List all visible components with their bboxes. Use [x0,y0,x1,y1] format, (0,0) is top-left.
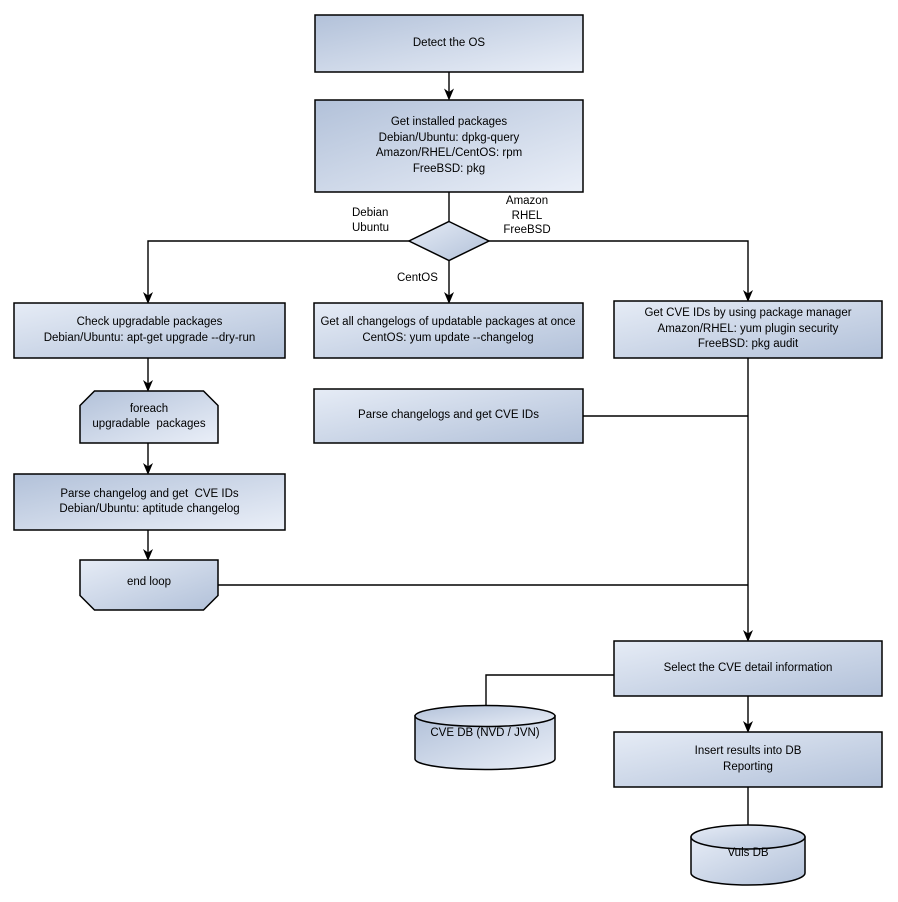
parse-changelog-box [13,473,286,531]
foreach-loop-shape [79,390,219,444]
end-loop-shape [79,559,219,611]
vuls-db-cylinder-top [690,824,806,850]
arrowhead-into-end-loop [143,549,153,561]
vuls-db-cylinder-body [690,836,806,886]
connector-decision-to-get-cve-ids [489,240,749,294]
select-cve-box [613,640,883,697]
arrowhead-into-insert-results [743,721,753,733]
get-cve-ids-box [613,300,883,359]
detect-os-box [314,14,584,73]
arrowhead-into-parse-changelog [143,463,153,475]
arrowhead-into-get-cve-ids [743,290,753,302]
connector-decision-to-check-upgradable [147,240,409,296]
os-decision-diamond [407,220,491,262]
arrowhead-into-installed [444,88,454,101]
parse-changelogs-box [313,388,584,444]
check-upgradable-box [13,302,286,359]
connector-cve-db-to-select [485,674,614,706]
cve-db-cylinder-top [414,704,556,728]
arrowhead-into-check-upgradable [143,292,153,304]
get-installed-packages-box [314,99,584,193]
arrowhead-into-select-cve [743,630,753,642]
arrowhead-into-get-changelogs [444,292,454,304]
get-changelogs-box [313,302,584,359]
arrowhead-into-foreach [143,380,153,392]
insert-results-box [613,731,883,788]
cve-db-cylinder-body [414,715,556,771]
